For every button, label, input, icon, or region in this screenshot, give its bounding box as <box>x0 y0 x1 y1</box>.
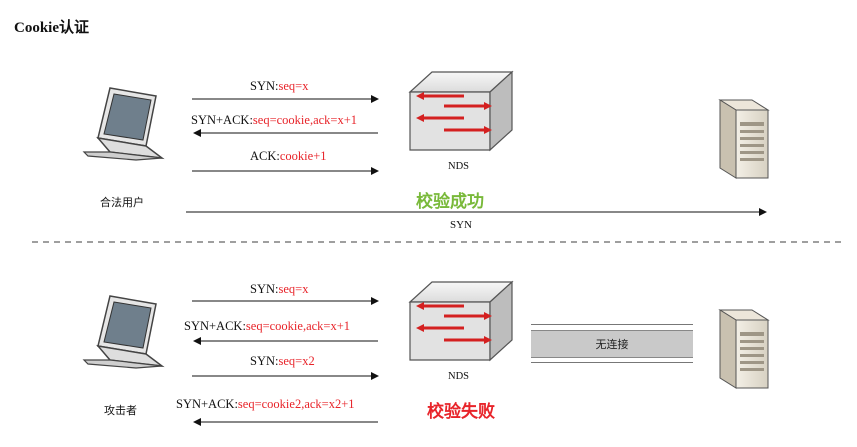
message-value: seq=x2 <box>278 354 315 368</box>
message-value: seq=x <box>278 79 309 93</box>
nds-label: NDS <box>448 161 470 172</box>
message-value: seq=cookie2,ack=x2+1 <box>237 397 355 411</box>
message-value: seq=cookie,ack=x+1 <box>245 319 351 333</box>
server-icon <box>718 309 770 389</box>
status-failure: 校验失败 <box>427 402 495 422</box>
message-key: SYN: <box>250 282 279 296</box>
no-connection-bar: 无连接 <box>531 330 693 358</box>
message-label: SYN+ACK:seq=cookie2,ack=x2+1 <box>176 397 355 412</box>
laptop-icon <box>82 295 165 369</box>
message-key: SYN+ACK: <box>176 397 238 411</box>
nds-label: NDS <box>448 371 470 382</box>
message-key: SYN: <box>250 79 279 93</box>
page-title: Cookie认证 <box>14 20 90 36</box>
network-switch-icon <box>408 280 514 362</box>
message-label: SYN:seq=x <box>250 79 308 94</box>
laptop-icon <box>82 87 165 161</box>
message-value: seq=cookie,ack=x+1 <box>252 113 358 127</box>
message-key: ACK: <box>250 149 280 163</box>
message-label: SYN+ACK:seq=cookie,ack=x+1 <box>184 319 350 334</box>
message-value: seq=x <box>278 282 309 296</box>
message-label: SYN+ACK:seq=cookie,ack=x+1 <box>191 113 357 128</box>
message-key: SYN: <box>250 354 279 368</box>
message-key: SYN+ACK: <box>191 113 253 127</box>
message-label: SYN:seq=x <box>250 282 308 297</box>
forward-label: SYN <box>450 219 473 231</box>
divider <box>531 362 693 363</box>
message-key: SYN+ACK: <box>184 319 246 333</box>
client-label: 合法用户 <box>100 196 144 209</box>
message-label: ACK:cookie+1 <box>250 149 327 164</box>
message-label: SYN:seq=x2 <box>250 354 315 369</box>
network-switch-icon <box>408 70 514 152</box>
server-icon <box>718 99 770 179</box>
status-success: 校验成功 <box>416 192 484 212</box>
message-value: cookie+1 <box>279 149 327 163</box>
divider <box>531 324 693 325</box>
attacker-label: 攻击者 <box>104 404 137 417</box>
